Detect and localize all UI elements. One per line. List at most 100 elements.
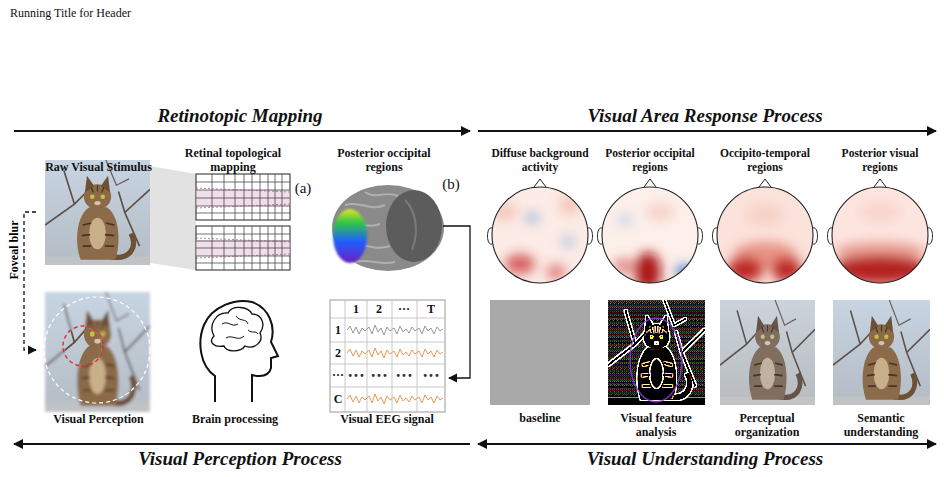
scalp-map-part-part [830,202,930,284]
cell-ellipsis: ••• [347,370,365,381]
scalp-map-part [600,185,700,292]
scalp-map-part-part [727,205,802,282]
perception-image: Visual Perception [36,288,161,438]
scalp-map: Posterior occipital regions [596,142,704,290]
node-caption: Semantic understanding [844,411,919,439]
scalp-map: Posterior visual regions [826,142,934,290]
node-caption: Occipito-temporal regions [711,146,819,174]
node-caption: Posterior occipital regions [596,146,704,174]
perceived-image-part [63,326,103,366]
edge-label: Foveal blur [7,221,22,280]
time-index: T [427,302,435,317]
process-title: Visual Area Response Process [587,105,822,127]
caption-holder: Posterior occipital regions [325,142,443,174]
node-caption: Retinal topological mapping [174,146,292,174]
node-caption: Diffuse background activity [486,146,594,174]
stimulus-image: Raw Visual Stimulus [36,142,161,270]
caption-holder: Occipito-temporal regions [711,142,819,174]
scalp-map: Diffuse background activity [486,142,594,290]
scalp-map-part-part-part [562,237,574,247]
eeg-grid-part [330,300,445,412]
caption-holder: Brain processing [180,412,290,426]
connector-arrow [443,226,470,378]
understanding-images-part [833,300,930,405]
caption-holder: Retinal topological mapping [174,142,292,174]
scalp-map-part-part-part [613,258,635,274]
cortex-render: Posterior occipital regions [325,142,443,274]
scalp-map-part [534,179,886,187]
caption-holder: Diffuse background activity [486,142,594,174]
process-arrows-part [14,130,470,132]
caption-holder: Raw Visual Stimulus [36,142,161,174]
retinal-grid-part [196,174,290,220]
cell-ellipsis: ••• [422,370,440,381]
brain-render-part [405,200,416,250]
brain-render-part [386,190,442,262]
scalp-map-part-part-part [858,202,902,222]
retinal-grid-part [196,226,290,270]
channel-index: 2 [335,346,341,361]
scalp-map-part [492,187,588,283]
node-caption: Visual feature analysis [620,411,692,439]
scalp-map-part-part-part [617,214,633,226]
eeg-grid [330,300,445,412]
scalp-map: Occipito-temporal regions [711,142,819,290]
scalp-map [488,179,933,292]
eeg-signal: Visual EEG signal [325,295,449,438]
scalp-map-part [830,185,930,285]
raw-stimulus-image [45,160,150,265]
panel-letter: (a) [295,180,312,197]
retinal-grid-part [196,174,290,220]
raw-stimulus-image-part [45,160,150,265]
result-image: baseline [488,296,592,442]
scalp-map-part-part [613,203,692,292]
eeg-grid-part [347,325,443,335]
time-index: 1 [353,302,359,317]
retinal-grid [150,166,290,270]
brain-icon: Brain processing [180,295,290,438]
time-index: 2 [376,302,382,317]
caption-holder: Perceptual organization [715,411,819,439]
node-caption: baseline [519,411,560,425]
node-caption: Visual EEG signal [340,412,434,426]
scalp-map-part [602,187,698,283]
node-caption: Raw Visual Stimulus [36,160,161,174]
time-index: ··· [398,302,410,317]
understanding-images [490,300,930,405]
scalp-map-part-part-part [525,213,539,223]
scalp-map-part [832,187,928,283]
retinal-grid-part [150,166,196,270]
retinal-grid-part [196,226,290,270]
perceived-image [44,292,150,412]
node-caption: Brain processing [192,412,278,426]
brain-render [332,185,444,271]
node-caption: Posterior occipital regions [325,146,443,174]
process-arrows-part [478,130,936,132]
retina-map: Retinal topological mapping [174,142,292,272]
caption-holder: Visual EEG signal [325,412,449,426]
retinal-grid-part [196,238,290,258]
head-icon [200,301,278,402]
understanding-images-part [720,300,815,405]
head-icon-part [200,301,278,402]
result-image: Perceptual organization [715,296,819,442]
node-caption: Posterior visual regions [826,146,934,174]
understanding-images-part [490,300,590,405]
process-title: Visual Understanding Process [587,448,824,470]
process-arrows [14,131,936,444]
head-icon-part [212,307,263,350]
scalp-map-part-part [830,185,930,285]
scalp-map-part-part-part [830,256,930,284]
eeg-grid-part [347,348,443,358]
eeg-grid-part [330,300,445,412]
scalp-map-part-part-part [747,205,783,225]
caption-holder: Semantic understanding [829,411,933,439]
caption-holder: Posterior occipital regions [596,142,704,174]
scalp-map-part [715,185,815,285]
result-image: Visual feature analysis [604,296,708,442]
process-title: Retinotopic Mapping [157,105,322,127]
understanding-images-part [608,300,705,405]
perceived-image-part [45,292,150,412]
